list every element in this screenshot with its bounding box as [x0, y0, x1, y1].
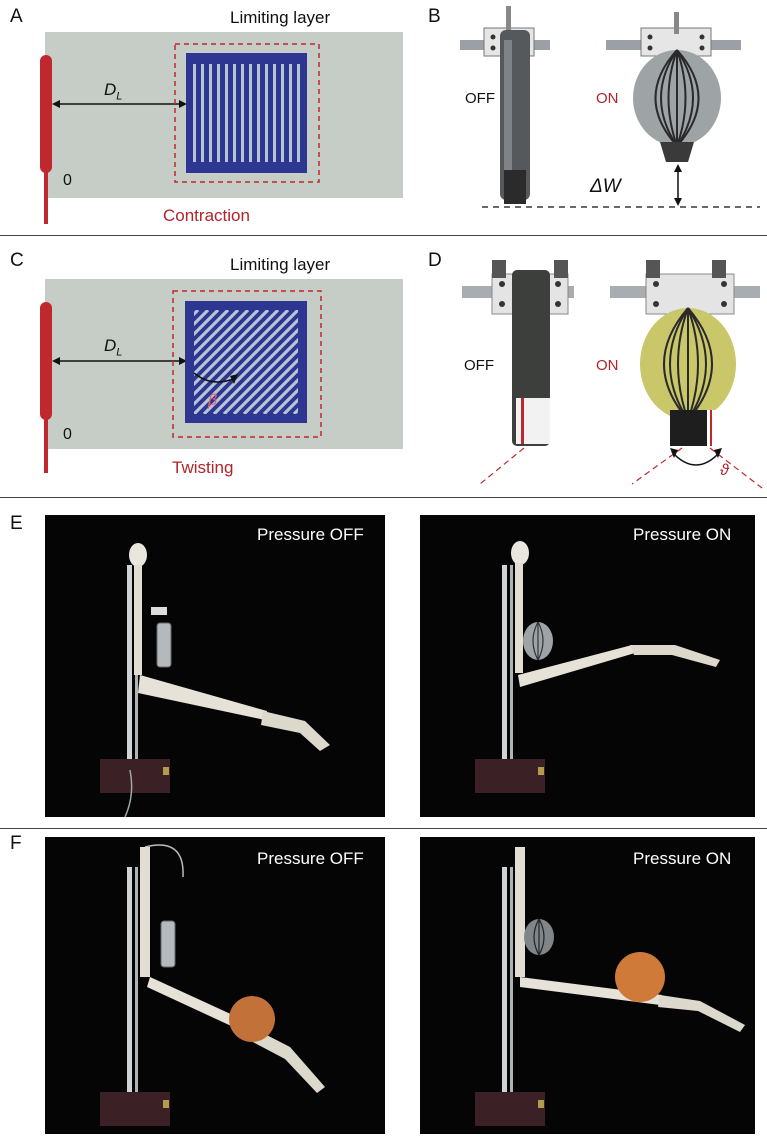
theta-label: ϑ [720, 462, 729, 479]
photo-f-right-label: Pressure ON [633, 849, 732, 868]
apple-f-on [615, 952, 665, 1002]
panel-d-photo [462, 260, 763, 489]
panel-b-photo [460, 6, 760, 208]
dashed-region-c [172, 290, 322, 438]
divider-2 [0, 497, 767, 498]
divider-3 [0, 828, 767, 829]
photo-e-right-label: Pressure ON [633, 525, 732, 544]
on-label-b: ON [596, 90, 619, 107]
skeleton-arm-f-off [45, 837, 385, 1134]
panel-a-diagram [40, 32, 403, 224]
panel-letter-e: E [10, 513, 23, 534]
photo-f-left-label: Pressure OFF [257, 849, 364, 868]
photo-f-off: Pressure OFF [45, 837, 385, 1134]
panel-letter-b: B [428, 6, 441, 27]
stripe-pattern-vertical [186, 53, 307, 173]
delta-w-label: ΔW [590, 176, 621, 197]
photo-e-on: Pressure ON [420, 515, 755, 817]
distance-label-a: DL [104, 80, 123, 103]
on-label-d: ON [596, 357, 619, 374]
off-label-d: OFF [464, 357, 494, 374]
zero-label-c: 0 [63, 426, 72, 443]
panel-letter-d: D [428, 250, 442, 271]
photo-f-on: Pressure ON [420, 837, 755, 1134]
panel-letter-f: F [10, 833, 22, 854]
panel-c-diagram [40, 279, 403, 473]
divider-1 [0, 235, 767, 236]
photo-e-left-label: Pressure OFF [257, 525, 364, 544]
zero-label-a: 0 [63, 172, 72, 189]
skeleton-arm-e-on [420, 515, 755, 817]
actuator-rod-c [40, 302, 52, 420]
dashed-region-a [174, 43, 320, 183]
actuator-rod-a [40, 55, 52, 173]
off-label-b: OFF [465, 90, 495, 107]
caption-twisting: Twisting [172, 458, 234, 477]
distance-label-c: DL [104, 336, 123, 359]
panel-letter-a: A [10, 6, 23, 27]
panel-letter-c: C [10, 250, 24, 271]
panel-a-title: Limiting layer [230, 8, 331, 27]
beta-label: β [208, 392, 218, 409]
panel-c-title: Limiting layer [230, 255, 331, 274]
skeleton-arm-e-off [45, 515, 385, 817]
skeleton-arm-f-on [420, 837, 755, 1134]
photo-e-off: Pressure OFF [45, 515, 385, 817]
apple-f-off [229, 996, 275, 1042]
caption-contraction: Contraction [163, 206, 250, 225]
